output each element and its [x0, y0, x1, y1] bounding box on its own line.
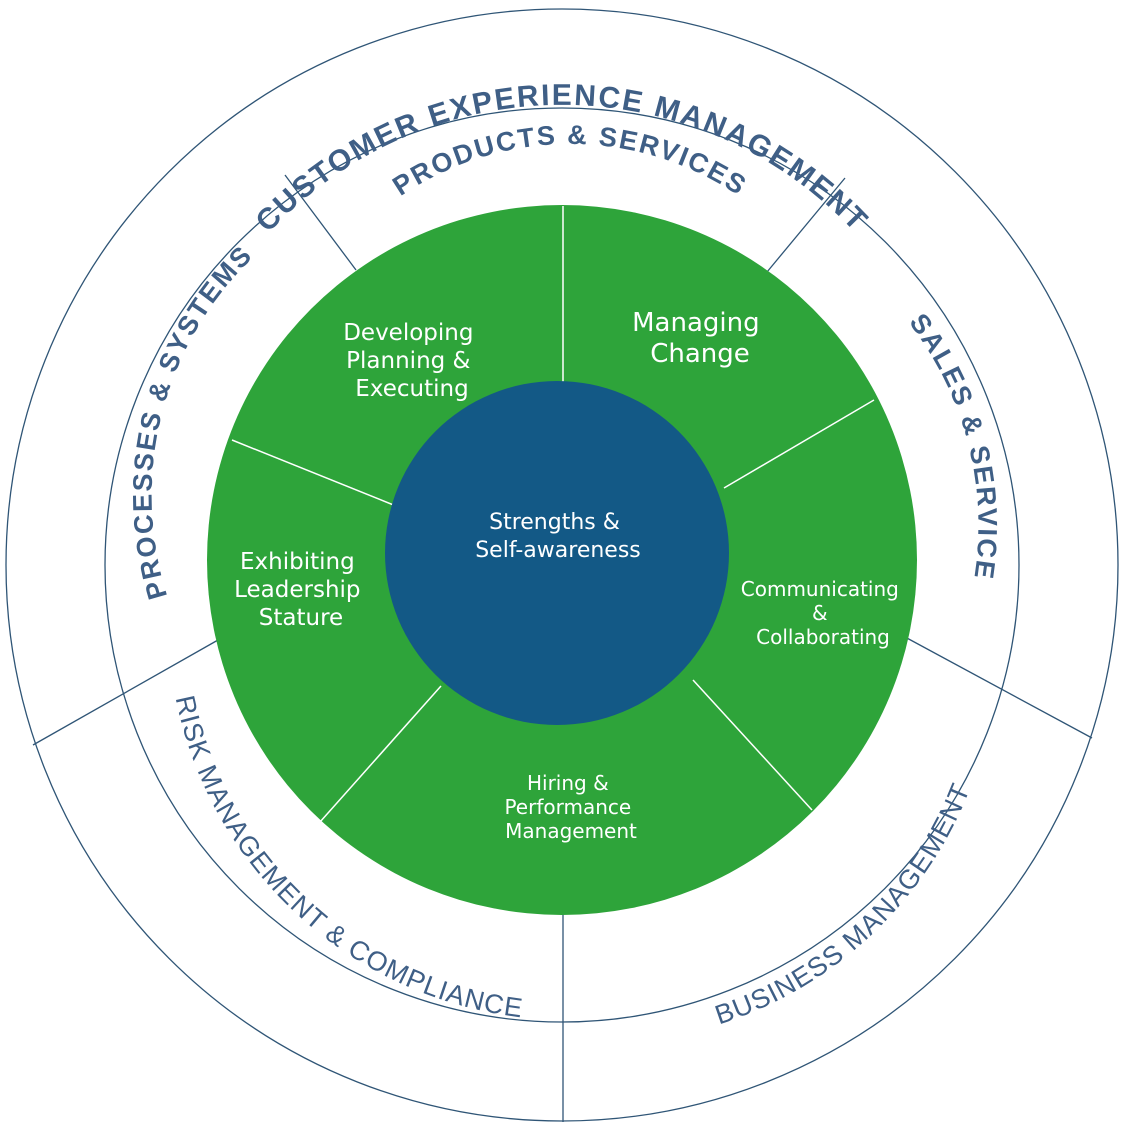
inner-divider-bottom-left: [319, 685, 442, 823]
inner-divider-bottom-right: [692, 679, 813, 811]
strengths-self-awareness-text: Strengths & Self-awareness: [475, 510, 641, 563]
outer-ring: [5, 8, 1119, 1122]
inner-divider-left: [231, 439, 397, 507]
communicating-collaborating-text: Communicating & Collaborating: [741, 577, 905, 649]
divider-products-processes: [284, 174, 357, 271]
hiring-performance-text: Hiring & Performance Management: [504, 771, 637, 843]
center-circle: [385, 381, 729, 725]
managing-change-text: Managing Change: [632, 308, 768, 369]
divider-products-sales: [766, 177, 846, 273]
developing-planning-text: Developing Planning & Executing: [343, 320, 481, 402]
exhibiting-leadership-text: Exhibiting Leadership Stature: [234, 549, 368, 631]
inner-divider-right: [723, 399, 875, 489]
divider-sales-business: [904, 636, 1093, 739]
middle-ring: [104, 107, 1020, 1023]
sales-service-label: SALES & SERVICE: [904, 308, 1003, 582]
divider-processes-risk: [32, 639, 219, 746]
